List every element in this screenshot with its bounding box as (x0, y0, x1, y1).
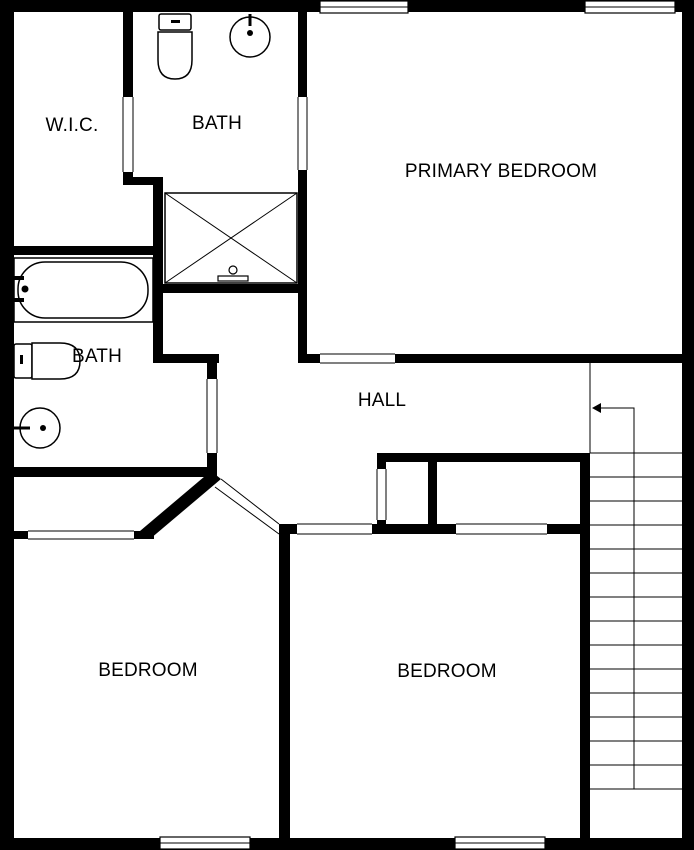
window-icon (319, 0, 409, 14)
room-label-bath-lower: BATH (71, 346, 123, 367)
room-label-hall: HALL (357, 390, 407, 411)
room-label-bedroom-left: BEDROOM (98, 660, 198, 681)
interior-walls (14, 12, 682, 840)
window-icon (584, 0, 676, 14)
sink-icon (229, 14, 271, 58)
toilet-icon (13, 342, 81, 380)
shower-icon (164, 192, 298, 284)
openings (28, 97, 547, 540)
room-label-wic: W.I.C. (45, 115, 99, 136)
stairs-icon (589, 363, 682, 790)
room-label-bedroom-right: BEDROOM (397, 661, 497, 682)
room-label-primary-bedroom: PRIMARY BEDROOM (404, 161, 598, 182)
toilet-icon (157, 13, 193, 80)
window-icon (454, 836, 546, 850)
sink-icon (14, 407, 61, 449)
window-icon (159, 836, 251, 850)
room-label-bath-upper: BATH (191, 113, 243, 134)
bathtub-icon (13, 257, 154, 323)
